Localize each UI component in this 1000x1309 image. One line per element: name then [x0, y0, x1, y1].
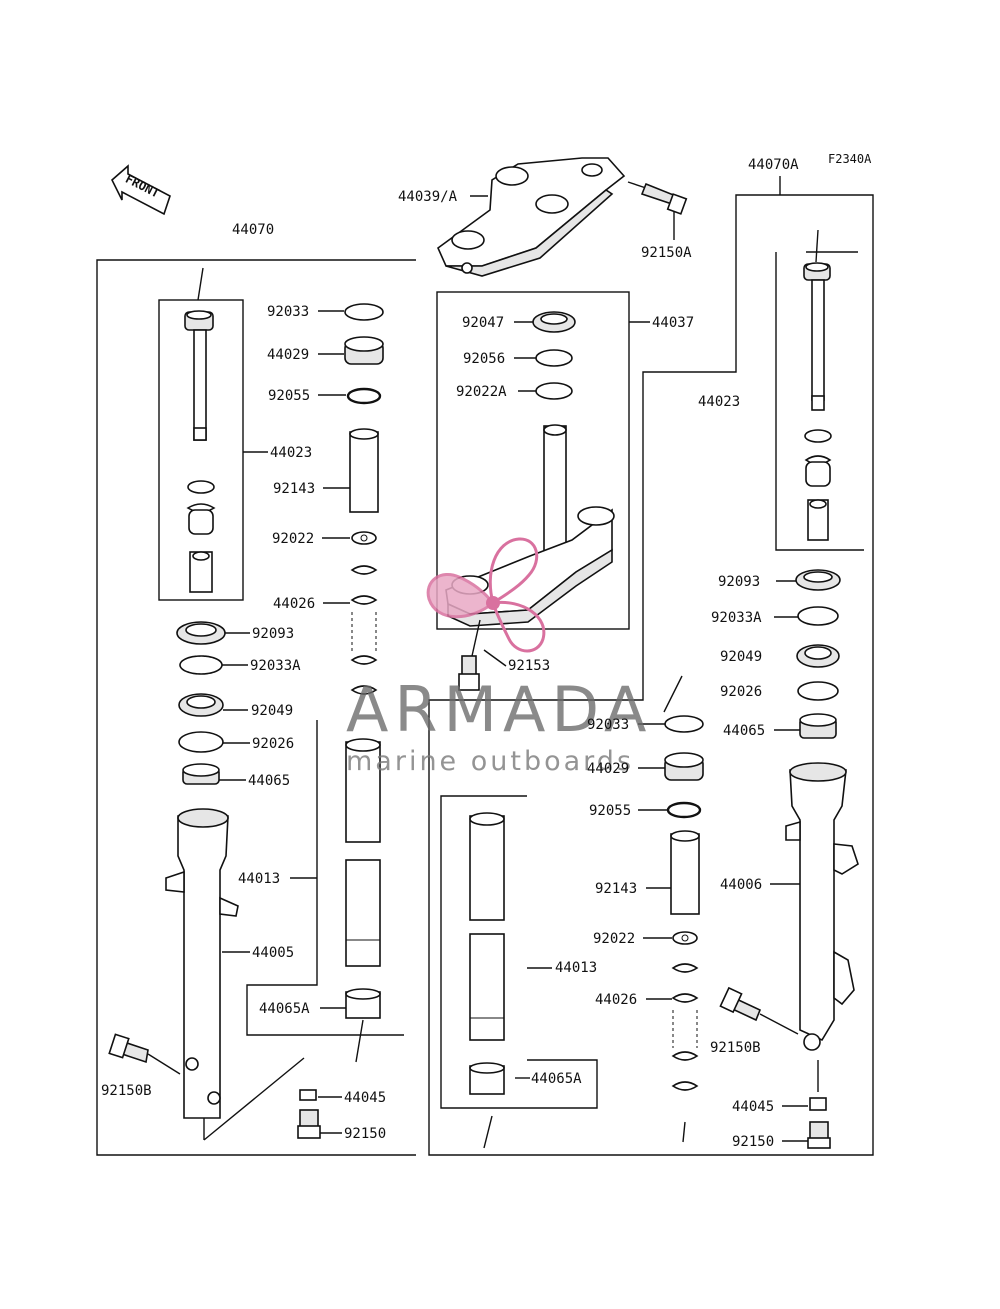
label-92143-left: 92143	[273, 481, 315, 497]
steering-stem	[445, 311, 615, 691]
label-92047: 92047	[462, 315, 504, 331]
propeller-logo-icon	[426, 537, 546, 653]
label-92049-left: 92049	[251, 703, 293, 719]
label-44045-left: 44045	[344, 1090, 386, 1106]
bolt-92150A-drawing	[627, 181, 688, 215]
label-44023-left: 44023	[270, 445, 312, 461]
label-92033A-right: 92033A	[711, 610, 762, 626]
outer-tube-left	[108, 808, 305, 1141]
damper-rod-left	[184, 267, 216, 593]
label-44039A: 44039/A	[398, 189, 458, 205]
label-92033-left: 92033	[267, 304, 309, 320]
label-44013-left: 44013	[238, 871, 280, 887]
left-column-small-parts	[297, 303, 384, 1139]
label-92150B-right: 92150B	[710, 1040, 761, 1056]
label-92150-left: 92150	[344, 1126, 386, 1142]
label-44023-right: 44023	[698, 394, 740, 410]
right-seals	[795, 569, 841, 739]
upper-triple-clamp	[437, 157, 688, 277]
label-92033-mid: 92033	[587, 717, 629, 733]
left-seals	[176, 621, 226, 785]
label-44065-right: 44065	[723, 723, 765, 739]
label-44026-mid: 44026	[595, 992, 637, 1008]
damper-rod-right	[803, 229, 832, 541]
label-92143-mid: 92143	[595, 881, 637, 897]
label-44005: 44005	[252, 945, 294, 961]
label-92093-right: 92093	[718, 574, 760, 590]
watermark-brand: ARMADA	[346, 673, 652, 746]
part-labels: 44070 44070A 44039/A 92150A 92033 44029 …	[101, 157, 799, 1150]
label-44070A: 44070A	[748, 157, 799, 173]
label-44029-mid: 44029	[587, 761, 629, 777]
label-92026-left: 92026	[252, 736, 294, 752]
label-44045-right: 44045	[732, 1099, 774, 1115]
figure-code: F2340A	[828, 152, 872, 166]
label-92033A-left: 92033A	[250, 658, 301, 674]
label-44026-left: 44026	[273, 596, 315, 612]
label-92153: 92153	[508, 658, 550, 674]
label-44070: 44070	[232, 222, 274, 238]
label-92055-mid: 92055	[589, 803, 631, 819]
mid-column-parts	[469, 675, 704, 1149]
outer-tube-right	[719, 762, 859, 1149]
label-92022A: 92022A	[456, 384, 507, 400]
label-44037: 44037	[652, 315, 694, 331]
label-44065A-mid: 44065A	[531, 1071, 582, 1087]
label-44065-left: 44065	[248, 773, 290, 789]
label-92026-right: 92026	[720, 684, 762, 700]
watermark-tagline: marine outboards	[346, 746, 634, 777]
label-92150A: 92150A	[641, 245, 692, 261]
label-44006: 44006	[720, 877, 762, 893]
frame-lines	[96, 176, 874, 1156]
label-44029-left: 44029	[267, 347, 309, 363]
label-44065A-left: 44065A	[259, 1001, 310, 1017]
label-92022-left: 92022	[272, 531, 314, 547]
label-92049-right: 92049	[720, 649, 762, 665]
leader-lines	[219, 195, 808, 1142]
label-92055-left: 92055	[268, 388, 310, 404]
label-92022-mid: 92022	[593, 931, 635, 947]
front-direction-arrow: FRONT	[111, 164, 171, 216]
label-92056: 92056	[463, 351, 505, 367]
label-92150B-left: 92150B	[101, 1083, 152, 1099]
armada-watermark: ARMADA marine outboards	[346, 537, 652, 777]
label-92150-right: 92150	[732, 1134, 774, 1150]
label-92093-left: 92093	[252, 626, 294, 642]
label-44013-mid: 44013	[555, 960, 597, 976]
